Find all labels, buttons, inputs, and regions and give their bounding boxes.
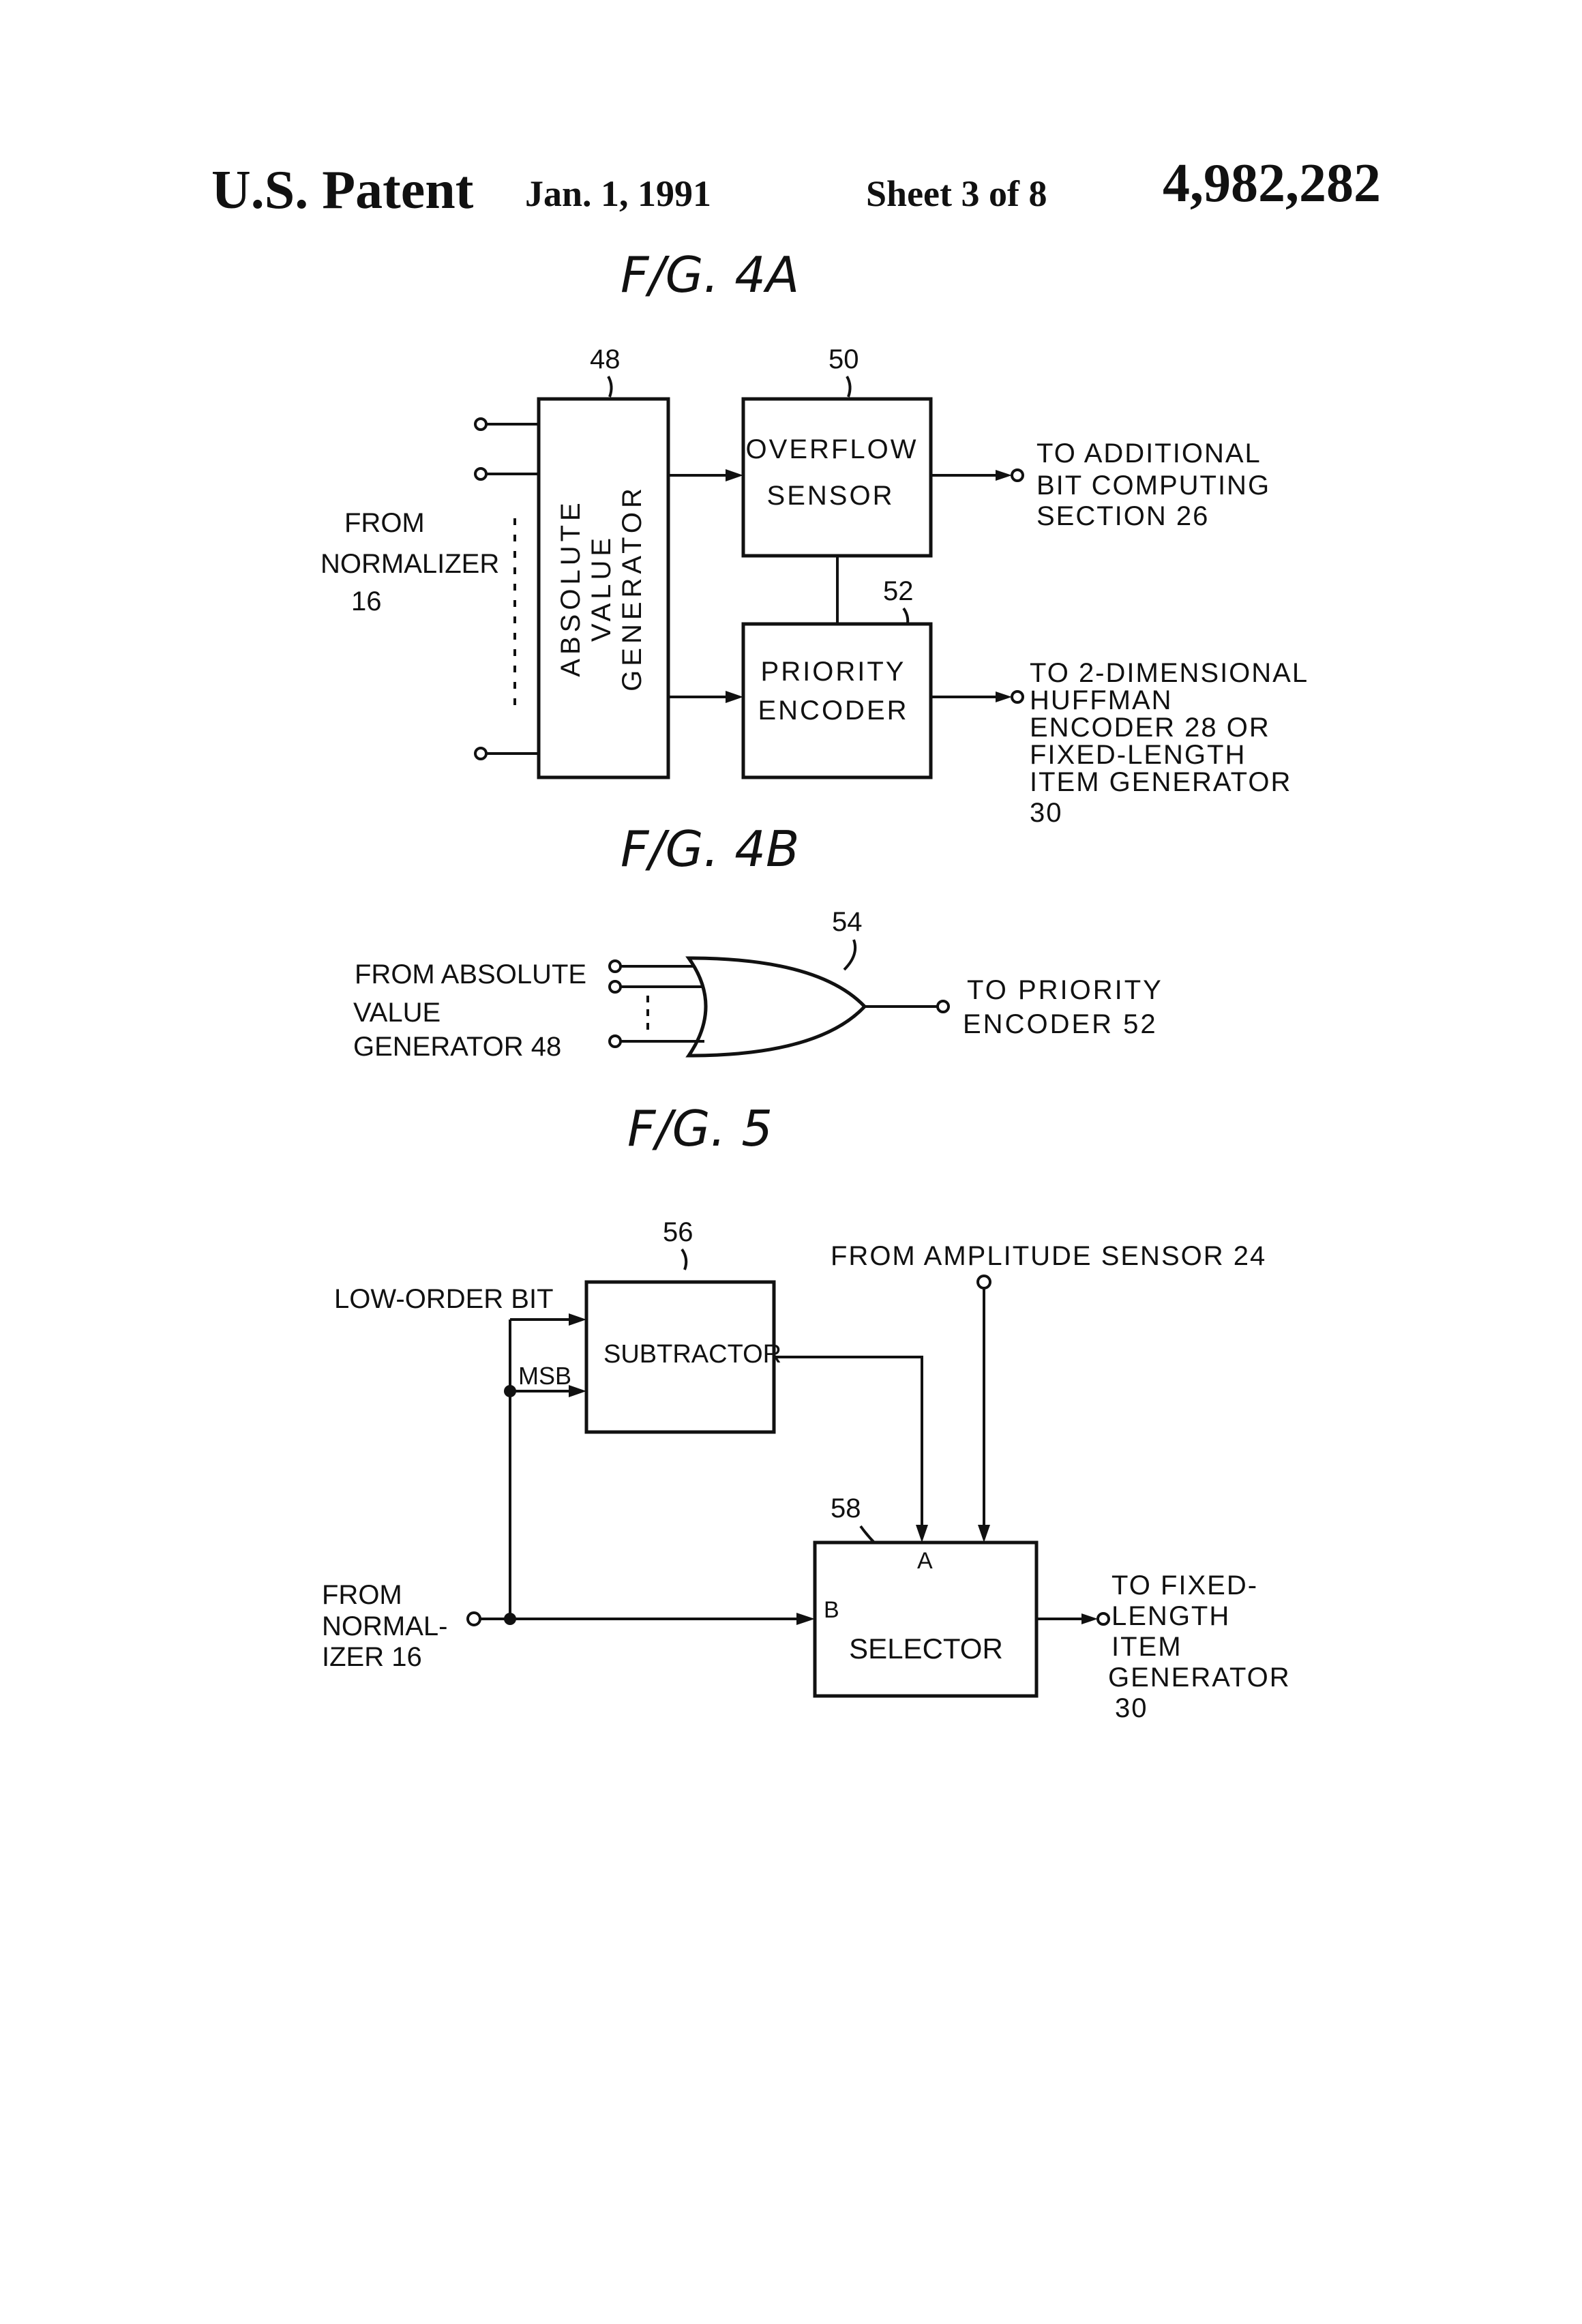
- normalizer-input-terminal: [466, 1611, 481, 1626]
- ref-56-leader: [681, 1248, 688, 1270]
- gate-input-terminal-2: [608, 980, 622, 994]
- ref-54-leader: [843, 939, 857, 971]
- fig5-input-line-3: IZER 16: [322, 1642, 422, 1672]
- fig4a-output1-line-1: TO ADDITIONAL: [1036, 438, 1262, 468]
- ref-50: 50: [829, 344, 859, 374]
- fig4a-input-terminals: [474, 417, 539, 760]
- ref-58: 58: [831, 1493, 861, 1523]
- low-order-bit-arrow: [569, 1313, 586, 1326]
- selector-a-arrow: [916, 1525, 928, 1543]
- header-title: U.S. Patent: [211, 160, 474, 220]
- absolute-value-generator-label: ABSOLUTE VALUE GENERATOR: [556, 484, 647, 691]
- fig4a-input-line-3: 16: [351, 586, 382, 616]
- absolute-value-generator-block: [537, 397, 670, 779]
- fig4a-input-line-1: FROM: [344, 508, 425, 538]
- msb-label: MSB: [518, 1362, 571, 1390]
- selector-output-arrow: [1081, 1613, 1098, 1624]
- abs-to-overflow-arrow: [726, 469, 743, 481]
- ref-52: 52: [883, 576, 914, 606]
- fig4a-title: F/G. 4A: [621, 246, 799, 303]
- fig5-title: F/G. 5: [627, 1100, 773, 1157]
- selector-block: [813, 1540, 1039, 1698]
- fig4a-output2-line-2: HUFFMAN: [1030, 685, 1173, 715]
- input-terminal-2: [474, 467, 488, 481]
- fig5-output-line-1: TO FIXED-: [1111, 1570, 1258, 1600]
- fig4b-input-terminals: [608, 959, 704, 1048]
- selector-label: SELECTOR: [849, 1633, 1003, 1665]
- ref-54: 54: [832, 907, 863, 937]
- low-order-bit-label: LOW-ORDER BIT: [334, 1284, 554, 1314]
- overflow-sensor-line-2: SENSOR: [767, 481, 895, 511]
- fig4b-output-line-1: TO PRIORITY: [967, 975, 1163, 1005]
- abs-gen-line-2: VALUE: [586, 534, 616, 642]
- gate-input-terminal-1: [608, 959, 622, 973]
- fig5-input-line-2: NORMAL-: [322, 1611, 447, 1641]
- header-patent-number: 4,982,282: [1163, 153, 1381, 213]
- fig5-output-line-5: 30: [1115, 1693, 1148, 1723]
- fig5-output-line-4: GENERATOR: [1108, 1663, 1291, 1693]
- input-terminal-1: [474, 417, 488, 431]
- amplitude-arrow: [978, 1525, 990, 1543]
- fig5-input-line-1: FROM: [322, 1580, 402, 1610]
- ref-48: 48: [590, 344, 621, 374]
- selector-b-arrow: [796, 1613, 815, 1625]
- ref-50-leader: [846, 376, 852, 398]
- fig4b-output-line-2: ENCODER 52: [963, 1009, 1158, 1039]
- fig4a-output2-line-5: ITEM GENERATOR: [1030, 767, 1292, 797]
- msb-arrow: [569, 1385, 586, 1397]
- fig4a-input-line-2: NORMALIZER: [320, 549, 499, 579]
- fig4a-output1-line-2: BIT COMPUTING: [1036, 471, 1270, 501]
- subtractor-to-selector-a-line: [774, 1356, 923, 1528]
- ref-56: 56: [663, 1217, 693, 1247]
- fig4a-output2-line-4: FIXED-LENGTH: [1030, 740, 1246, 770]
- priority-encoder-block: [741, 622, 933, 779]
- fig4b-input-line-1: FROM ABSOLUTE: [355, 959, 586, 989]
- amplitude-input-label: FROM AMPLITUDE SENSOR 24: [831, 1241, 1266, 1271]
- fig4a-output2-line-6: 30: [1030, 798, 1063, 828]
- gate-output-terminal: [936, 1000, 950, 1013]
- subtractor-block: [584, 1280, 776, 1434]
- fig4b-input-line-3: GENERATOR 48: [353, 1032, 561, 1062]
- fig4b-title: F/G. 4B: [621, 820, 799, 878]
- overflow-sensor-line-1: OVERFLOW: [746, 434, 919, 464]
- overflow-output-arrow: [996, 470, 1012, 481]
- fig4b-input-line-2: VALUE: [353, 998, 441, 1028]
- priority-encoder-line-1: PRIORITY: [761, 657, 906, 687]
- fig4a-output2-line-3: ENCODER 28 OR: [1030, 713, 1270, 743]
- bus-junction-msb: [504, 1385, 516, 1397]
- gate-input-terminal-n: [608, 1034, 622, 1048]
- fig5-output-line-2: LENGTH: [1111, 1601, 1230, 1631]
- overflow-sensor-block: [741, 397, 933, 558]
- fig5-output-line-3: ITEM: [1111, 1632, 1182, 1662]
- or-gate: [685, 956, 867, 1058]
- abs-to-priority-arrow: [726, 691, 743, 703]
- priority-encoder-line-2: ENCODER: [758, 696, 908, 726]
- amplitude-input-terminal: [976, 1275, 991, 1290]
- header-sheet: Sheet 3 of 8: [866, 173, 1047, 214]
- selector-port-b: B: [824, 1597, 839, 1623]
- subtractor-label: SUBTRACTOR: [603, 1340, 781, 1369]
- priority-output-arrow: [996, 691, 1012, 702]
- overflow-output-terminal: [1011, 468, 1024, 482]
- ref-48-leader: [607, 376, 613, 398]
- abs-gen-line-1: ABSOLUTE: [556, 498, 586, 676]
- priority-output-terminal: [1011, 690, 1024, 704]
- input-terminal-n: [474, 747, 488, 760]
- abs-gen-line-3: GENERATOR: [617, 484, 647, 691]
- fig4a-output2-line-1: TO 2-DIMENSIONAL: [1030, 658, 1309, 688]
- selector-port-a: A: [917, 1548, 933, 1574]
- selector-output-terminal: [1096, 1612, 1110, 1626]
- header-date: Jan. 1, 1991: [525, 173, 711, 214]
- fig4a-output1-line-3: SECTION 26: [1036, 501, 1209, 531]
